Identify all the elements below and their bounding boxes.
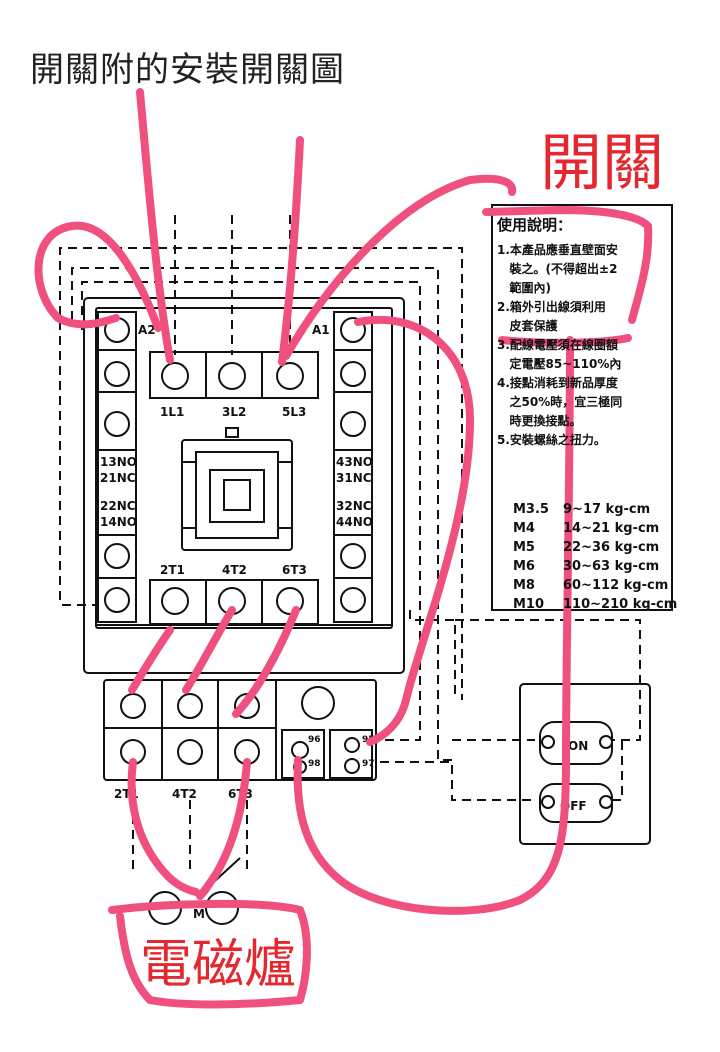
torque-range: 60~112 kg-cm — [563, 578, 669, 593]
relay-to-motor-3 — [196, 758, 251, 900]
usage-line: 5.安裝螺絲之扭力。 — [497, 433, 606, 447]
label-a2: A2 — [138, 323, 156, 337]
left-terminal-column — [97, 311, 137, 623]
page-title: 開關附的安裝開關圖 — [30, 50, 345, 90]
motor-label: M — [193, 907, 205, 921]
torque-row: M3.5 9~17 kg-cm — [513, 500, 677, 519]
label-l2: 3L2 — [222, 405, 246, 419]
torque-range: 22~36 kg-cm — [563, 540, 660, 555]
label-t3: 6T3 — [282, 563, 307, 577]
usage-line: 定電壓85~110%內 — [497, 357, 622, 371]
label-relay-t2: 4T2 — [172, 787, 197, 801]
usage-line: 皮套保護 — [497, 319, 558, 333]
label-t1: 2T1 — [160, 563, 185, 577]
torque-row: M10 110~210 kg-cm — [513, 595, 677, 614]
usage-line: 裝之。(不得超出±2 — [497, 262, 618, 276]
label-22nc: 22NC — [100, 499, 136, 513]
arrow-l3-input — [278, 136, 304, 366]
label-31nc: 31NC — [336, 471, 372, 485]
t2-link — [182, 606, 236, 694]
torque-row: M5 22~36 kg-cm — [513, 538, 677, 557]
torque-table: M3.5 9~17 kg-cm M4 14~21 kg-cm M5 22~36 kg-… — [513, 500, 677, 614]
torque-size: M10 — [513, 597, 545, 612]
label-a1: A1 — [312, 323, 330, 337]
usage-title: 使用說明： — [497, 216, 573, 234]
switch-callout — [482, 206, 653, 324]
usage-line: 1.本產品應垂直壁面安 — [497, 243, 618, 257]
torque-range: 110~210 kg-cm — [563, 597, 678, 612]
torque-size: M5 — [513, 540, 535, 555]
a2-loop — [34, 221, 162, 332]
torque-size: M3.5 — [513, 502, 549, 517]
usage-box — [491, 204, 673, 611]
arrow-l1-input — [136, 88, 174, 364]
usage-line: 之50%時，宜三極同 — [497, 395, 623, 409]
line-terminals — [149, 351, 319, 438]
usage-instructions: 使用說明： 1.本產品應垂直壁面安 裝之。(不得超出±2 範圍內) 2.箱外引出… — [497, 214, 667, 450]
usage-line: 時更換接點。 — [497, 414, 582, 428]
torque-size: M8 — [513, 578, 535, 593]
push-button-station: ON OFF — [519, 683, 651, 845]
pink-annotations — [34, 88, 653, 1009]
torque-row: M6 30~63 kg-cm — [513, 557, 677, 576]
terminal-labels: A2 A1 1L1 3L2 5L3 2T1 4T2 6T3 13NO 21NC … — [100, 323, 373, 577]
contactor-armature — [181, 439, 293, 551]
label-32nc: 32NC — [336, 499, 372, 513]
a1-to-switch — [282, 174, 517, 360]
label-13no: 13NO — [100, 455, 137, 469]
overload-relay: 96 98 95 97 2T1 4T2 6T3 — [103, 679, 377, 801]
label-43no: 43NO — [336, 455, 373, 469]
load-terminals — [149, 579, 319, 625]
torque-row: M8 60~112 kg-cm — [513, 576, 677, 595]
label-t2: 4T2 — [222, 563, 247, 577]
label-97: 97 — [362, 759, 375, 769]
label-44no: 44NO — [336, 515, 373, 529]
torque-range: 30~63 kg-cm — [563, 559, 660, 574]
usage-line: 4.接點消耗到新品厚度 — [497, 376, 618, 390]
usage-line: 3.配線電壓須在線圈額 — [497, 338, 618, 352]
switch-return — [293, 336, 574, 915]
label-14no: 14NO — [100, 515, 137, 529]
torque-row: M4 14~21 kg-cm — [513, 519, 677, 538]
label-l1: 1L1 — [160, 405, 184, 419]
label-98: 98 — [308, 759, 321, 769]
relay-to-motor-1 — [127, 758, 200, 896]
t1-link — [128, 626, 174, 694]
label-21nc: 21NC — [100, 471, 136, 485]
usage-line: 2.箱外引出線須利用 — [497, 300, 606, 314]
label-l3: 5L3 — [282, 405, 306, 419]
t3-link — [232, 606, 300, 718]
supply-lines — [174, 215, 291, 355]
torque-range: 9~17 kg-cm — [563, 502, 651, 517]
stove-label: 電磁爐 — [140, 935, 297, 995]
switch-label: 開關 — [540, 126, 665, 199]
stove-callout — [108, 899, 311, 1009]
on-button-label: ON — [568, 739, 588, 753]
torque-size: M6 — [513, 559, 535, 574]
usage-line: 範圍內) — [497, 281, 552, 295]
torque-size: M4 — [513, 521, 535, 536]
label-96: 96 — [308, 735, 321, 745]
a1-to-relay — [354, 315, 474, 746]
torque-range: 14~21 kg-cm — [563, 521, 660, 536]
contactor — [83, 297, 405, 674]
